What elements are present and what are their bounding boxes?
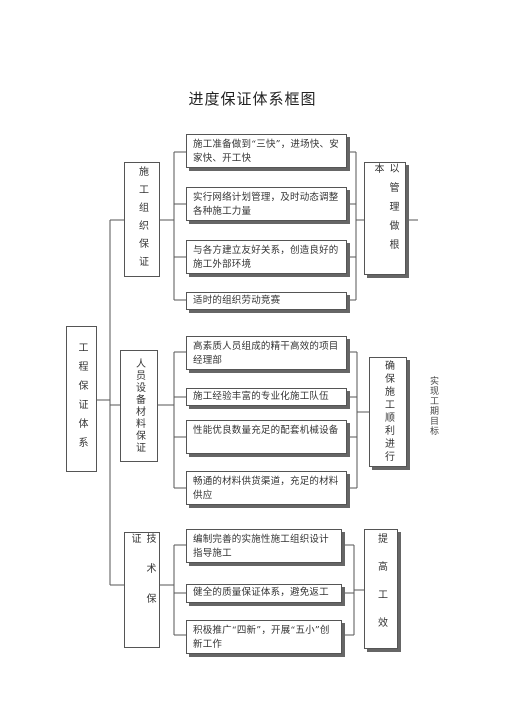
result-label: 以管理做根本 [372,163,398,258]
item-box: 编制完善的实施性施工组织设计指导施工 [186,529,342,563]
result-box-efficiency: 提高工效 [364,529,398,649]
item-text: 适时的组织劳动竞赛 [193,295,281,306]
result-box-smooth: 确保施工顺利进行 [369,357,407,467]
item-text: 性能优良数量充足的配套机械设备 [193,425,339,436]
group-box-technology: 技术保证 [124,532,160,648]
group-box-resources: 人员设备材料保证 [120,350,158,462]
item-box: 畅通的材料供货渠道，充足的材料供应 [186,471,347,505]
item-box: 适时的组织劳动竞赛 [186,292,347,310]
root-label: 工程保证体系 [76,342,87,456]
item-box: 施工经验丰富的专业化施工队伍 [186,388,347,406]
item-box: 积极推广“四新”，开展“五小”创新工作 [186,620,342,654]
item-text: 畅通的材料供货渠道，充足的材料供应 [193,476,339,501]
item-box: 实行网络计划管理，及时动态调整各种施工力量 [186,187,347,221]
root-box: 工程保证体系 [66,326,97,472]
item-text: 与各方建立友好关系，创造良好的施工外部环境 [193,245,339,270]
group-label-technology: 技术保证 [129,533,155,623]
item-text: 编制完善的实施性施工组织设计指导施工 [193,534,329,559]
item-box: 高素质人员组成的精干高效的项目经理部 [186,336,347,370]
item-box: 施工准备做到“三快”，进场快、安家快、开工快 [186,134,347,168]
item-text: 健全的质量保证体系，避免返工 [193,587,329,598]
group-label-organization: 施工组织保证 [136,165,148,274]
result-label: 确保施工顺利进行 [382,360,394,464]
item-text: 施工准备做到“三快”，进场快、安家快、开工快 [193,139,339,164]
result-label: 提高工效 [375,533,387,645]
item-text: 高素质人员组成的精干高效的项目经理部 [193,341,339,366]
item-box: 健全的质量保证体系，避免返工 [186,584,342,603]
item-text: 积极推广“四新”，开展“五小”创新工作 [193,625,330,650]
item-box: 性能优良数量充足的配套机械设备 [186,420,347,454]
item-text: 实行网络计划管理，及时动态调整各种施工力量 [193,192,339,217]
diagram-title: 进度保证体系框图 [188,90,317,108]
group-label-resources: 人员设备材料保证 [133,358,145,454]
item-box: 与各方建立友好关系，创造良好的施工外部环境 [186,240,347,274]
goal-label: 实现工期目标 [428,376,438,436]
item-text: 施工经验丰富的专业化施工队伍 [193,391,329,402]
group-box-organization: 施工组织保证 [124,162,160,277]
result-box-management: 以管理做根本 [364,162,406,275]
